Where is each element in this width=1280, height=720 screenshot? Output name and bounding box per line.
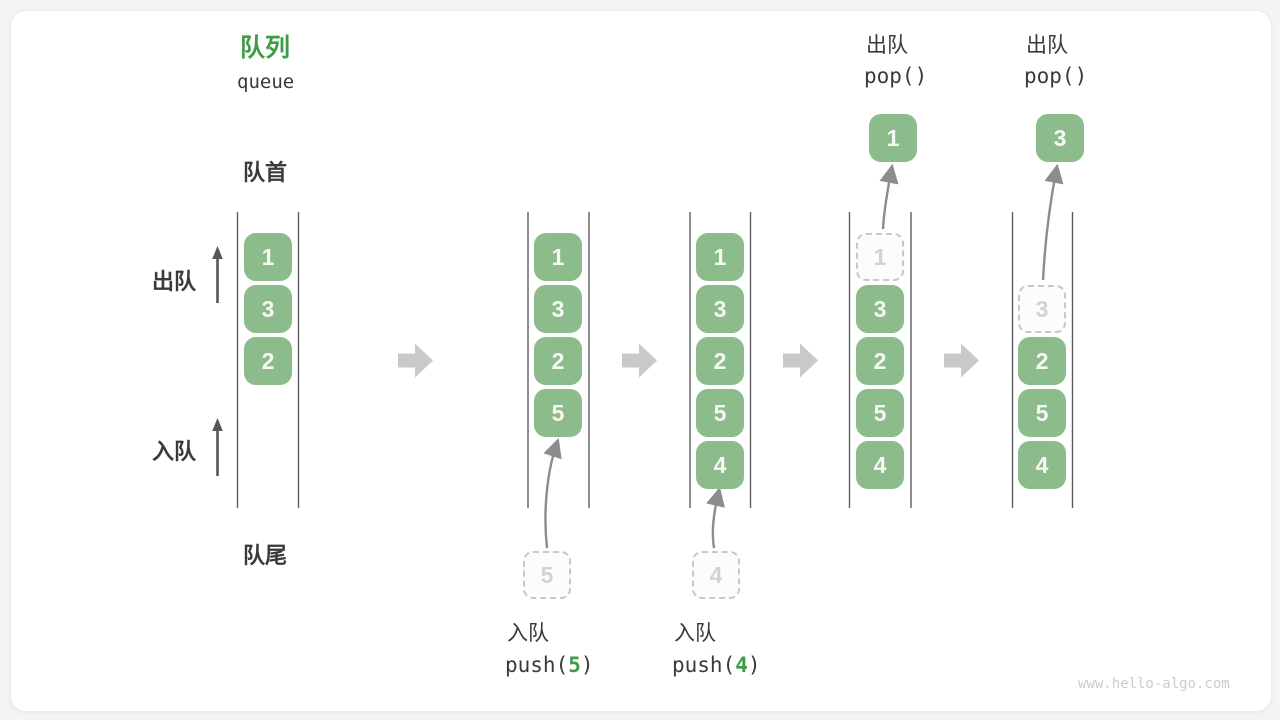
pop-code-label: pop() [1024,64,1088,88]
pending-ghost-item: 5 [523,551,571,599]
diagram-title-en: queue [237,71,295,93]
queue-item: 1 [696,233,744,281]
queue-item: 5 [696,389,744,437]
queue-item: 2 [244,337,292,385]
code-text: push( [672,653,736,677]
enqueue-side-label: 入队 [152,439,197,464]
pending-ghost-item: 4 [692,551,740,599]
dequeue-side-label: 出队 [152,269,197,294]
pop-code-label: pop() [864,64,928,88]
code-arg: 4 [735,653,748,677]
queue-front-label: 队首 [243,160,288,185]
dequeue-op-label: 出队 [866,34,908,57]
queue-item: 3 [244,285,292,333]
queue-item: 3 [696,285,744,333]
queue-item: 4 [696,441,744,489]
enqueue-op-label: 入队 [507,622,549,645]
watermark: www.hello-algo.com [1078,676,1230,692]
queue-item: 5 [534,389,582,437]
dequeued-ghost-item: 1 [856,233,904,281]
queue-item: 2 [1018,337,1066,385]
enqueue-op-label: 入队 [674,622,716,645]
diagram-card [10,10,1272,712]
code-text: push( [505,653,569,677]
queue-item: 5 [856,389,904,437]
push-code-label: push(5) [505,653,594,677]
push-code-label: push(4) [672,653,761,677]
queue-item: 1 [534,233,582,281]
queue-item: 2 [696,337,744,385]
queue-rear-label: 队尾 [243,543,288,568]
dequeued-ghost-item: 3 [1018,285,1066,333]
queue-item: 4 [1018,441,1066,489]
queue-item: 2 [856,337,904,385]
queue-item: 4 [856,441,904,489]
queue-item: 1 [244,233,292,281]
queue-item: 5 [1018,389,1066,437]
popped-item: 3 [1036,114,1084,162]
diagram-title-zh: 队列 [240,34,291,62]
queue-item: 3 [856,285,904,333]
popped-item: 1 [869,114,917,162]
code-text: ) [747,653,761,677]
queue-item: 3 [534,285,582,333]
code-text: ) [580,653,594,677]
dequeue-op-label: 出队 [1026,34,1068,57]
code-arg: 5 [568,653,581,677]
queue-item: 2 [534,337,582,385]
